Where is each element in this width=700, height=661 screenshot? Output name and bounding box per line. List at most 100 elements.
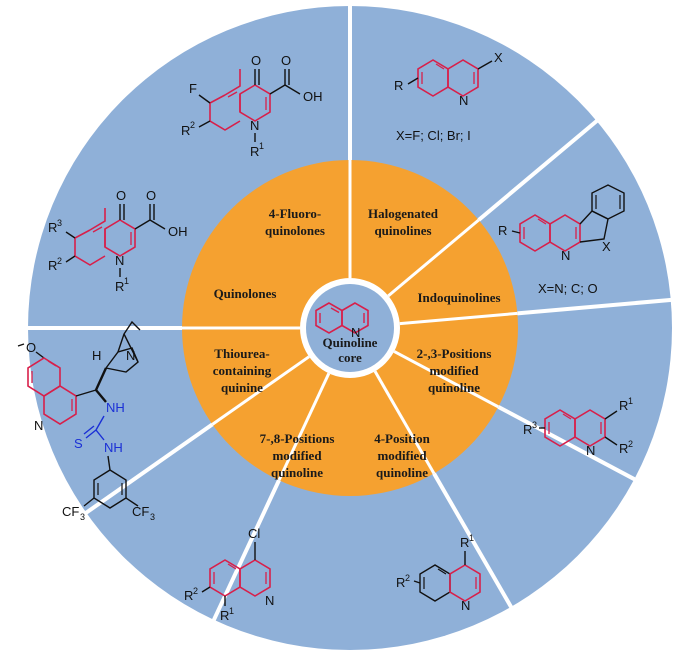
- svg-text:7-,8-Positions: 7-,8-Positions: [260, 431, 335, 446]
- structure-23-positions-quinoline: N R 1 R 2 R 3: [523, 396, 633, 458]
- svg-text:modified: modified: [429, 363, 479, 378]
- core-label-line2: core: [338, 350, 362, 365]
- svg-text:N: N: [459, 93, 468, 108]
- inner-divider-1: [387, 218, 480, 298]
- svg-text:R: R: [394, 78, 403, 93]
- svg-text:N: N: [265, 593, 274, 608]
- svg-text:quinoline: quinoline: [271, 465, 323, 480]
- svg-text:N: N: [250, 118, 259, 133]
- svg-text:2-,3-Positions: 2-,3-Positions: [417, 346, 492, 361]
- svg-text:OH: OH: [303, 89, 323, 104]
- structure-thiourea-quinine: O N N H NH S NH CF 3 CF: [17, 320, 155, 522]
- svg-text:O: O: [26, 340, 36, 355]
- svg-text:N: N: [34, 418, 43, 433]
- svg-text:1: 1: [229, 606, 234, 616]
- svg-text:N: N: [586, 443, 595, 458]
- svg-text:quinine: quinine: [221, 380, 263, 395]
- inner-divider-2: [399, 311, 518, 326]
- svg-text:4-Position: 4-Position: [374, 431, 430, 446]
- structure-halogenated-quinoline: X R N X=F; Cl; Br; I: [394, 50, 503, 143]
- structure-quinolone: O O OH R 3 R 2 N R 1: [48, 188, 188, 294]
- category-thiourea-quinine: Thiourea- containing quinine: [213, 346, 272, 395]
- svg-text:CF: CF: [132, 504, 149, 519]
- svg-text:quinolines: quinolines: [374, 223, 431, 238]
- structure-78-positions-quinoline: N Cl R 2 R 1: [184, 526, 274, 623]
- svg-text:3: 3: [532, 420, 537, 430]
- svg-text:modified: modified: [272, 448, 322, 463]
- outer-divider-3: [497, 405, 643, 485]
- category-4-position-modified: 4-Position modified quinoline: [374, 431, 430, 480]
- svg-text:N: N: [115, 253, 124, 268]
- svg-text:1: 1: [469, 533, 474, 543]
- svg-text:1: 1: [124, 276, 129, 286]
- svg-text:H: H: [92, 348, 101, 363]
- core-n-atom: N: [351, 325, 360, 340]
- svg-text:quinoline: quinoline: [428, 380, 480, 395]
- svg-text:CF: CF: [62, 504, 79, 519]
- svg-text:3: 3: [80, 512, 85, 522]
- inner-divider-3: [393, 350, 500, 409]
- svg-text:R: R: [619, 398, 628, 413]
- svg-text:OH: OH: [168, 224, 188, 239]
- svg-text:X=N; C; O: X=N; C; O: [538, 281, 598, 296]
- svg-text:2: 2: [405, 573, 410, 583]
- svg-text:R: R: [498, 223, 507, 238]
- svg-text:R: R: [220, 608, 229, 623]
- svg-text:1: 1: [259, 141, 264, 151]
- category-23-positions-modified: 2-,3-Positions modified quinoline: [417, 346, 492, 395]
- svg-text:O: O: [146, 188, 156, 203]
- svg-text:R: R: [460, 535, 469, 550]
- svg-text:R: R: [115, 279, 124, 294]
- svg-text:O: O: [116, 188, 126, 203]
- category-4-fluoroquinolones: 4-Fluoro- quinolones: [265, 206, 325, 238]
- svg-text:R: R: [48, 258, 57, 273]
- outer-divider-6: [78, 422, 214, 519]
- svg-text:N: N: [126, 348, 135, 363]
- svg-text:R: R: [619, 441, 628, 456]
- svg-text:2: 2: [193, 586, 198, 596]
- outer-divider-5: [208, 479, 281, 628]
- svg-text:containing: containing: [213, 363, 272, 378]
- svg-text:2: 2: [57, 256, 62, 266]
- svg-text:1: 1: [628, 396, 633, 406]
- structure-fluoroquinolone: O O OH F R 2 N R 1: [181, 53, 323, 159]
- category-78-positions-modified: 7-,8-Positions modified quinoline: [260, 431, 335, 480]
- svg-text:O: O: [251, 53, 261, 68]
- svg-text:2: 2: [190, 120, 195, 130]
- svg-text:S: S: [74, 436, 83, 451]
- category-quinolones: Quinolones: [214, 286, 277, 301]
- svg-text:N: N: [561, 248, 570, 263]
- svg-text:Halogenated: Halogenated: [368, 206, 439, 221]
- svg-text:Indoquinolines: Indoquinolines: [417, 290, 500, 305]
- svg-text:Thiourea-: Thiourea-: [214, 346, 269, 361]
- svg-text:Quinolones: Quinolones: [214, 286, 277, 301]
- svg-text:2: 2: [628, 439, 633, 449]
- svg-text:X: X: [494, 50, 503, 65]
- svg-text:R: R: [250, 144, 259, 159]
- svg-text:modified: modified: [377, 448, 427, 463]
- svg-text:NH: NH: [106, 400, 125, 415]
- svg-text:R: R: [181, 123, 190, 138]
- svg-text:O: O: [281, 53, 291, 68]
- outer-divider-4: [432, 472, 517, 615]
- inner-divider-4: [373, 370, 436, 475]
- svg-text:R: R: [184, 588, 193, 603]
- structure-indoquinoline: N X R X=N; C; O: [498, 184, 625, 296]
- svg-text:quinolones: quinolones: [265, 223, 325, 238]
- inner-divider-5: [277, 372, 331, 481]
- inner-sector-dividers: [182, 160, 518, 481]
- svg-text:R: R: [396, 575, 405, 590]
- category-indoquinolines: Indoquinolines: [417, 290, 500, 305]
- outer-divider-1: [477, 114, 605, 222]
- svg-text:Cl: Cl: [248, 526, 260, 541]
- svg-text:N: N: [461, 598, 470, 613]
- svg-text:X: X: [602, 239, 611, 254]
- svg-text:F: F: [189, 81, 197, 96]
- outer-divider-2: [517, 297, 679, 316]
- sector-dividers: [20, 0, 679, 628]
- core-quinoline-structure: N: [315, 302, 369, 340]
- core-circle: [306, 284, 394, 372]
- category-halogenated-quinolines: Halogenated quinolines: [368, 206, 439, 238]
